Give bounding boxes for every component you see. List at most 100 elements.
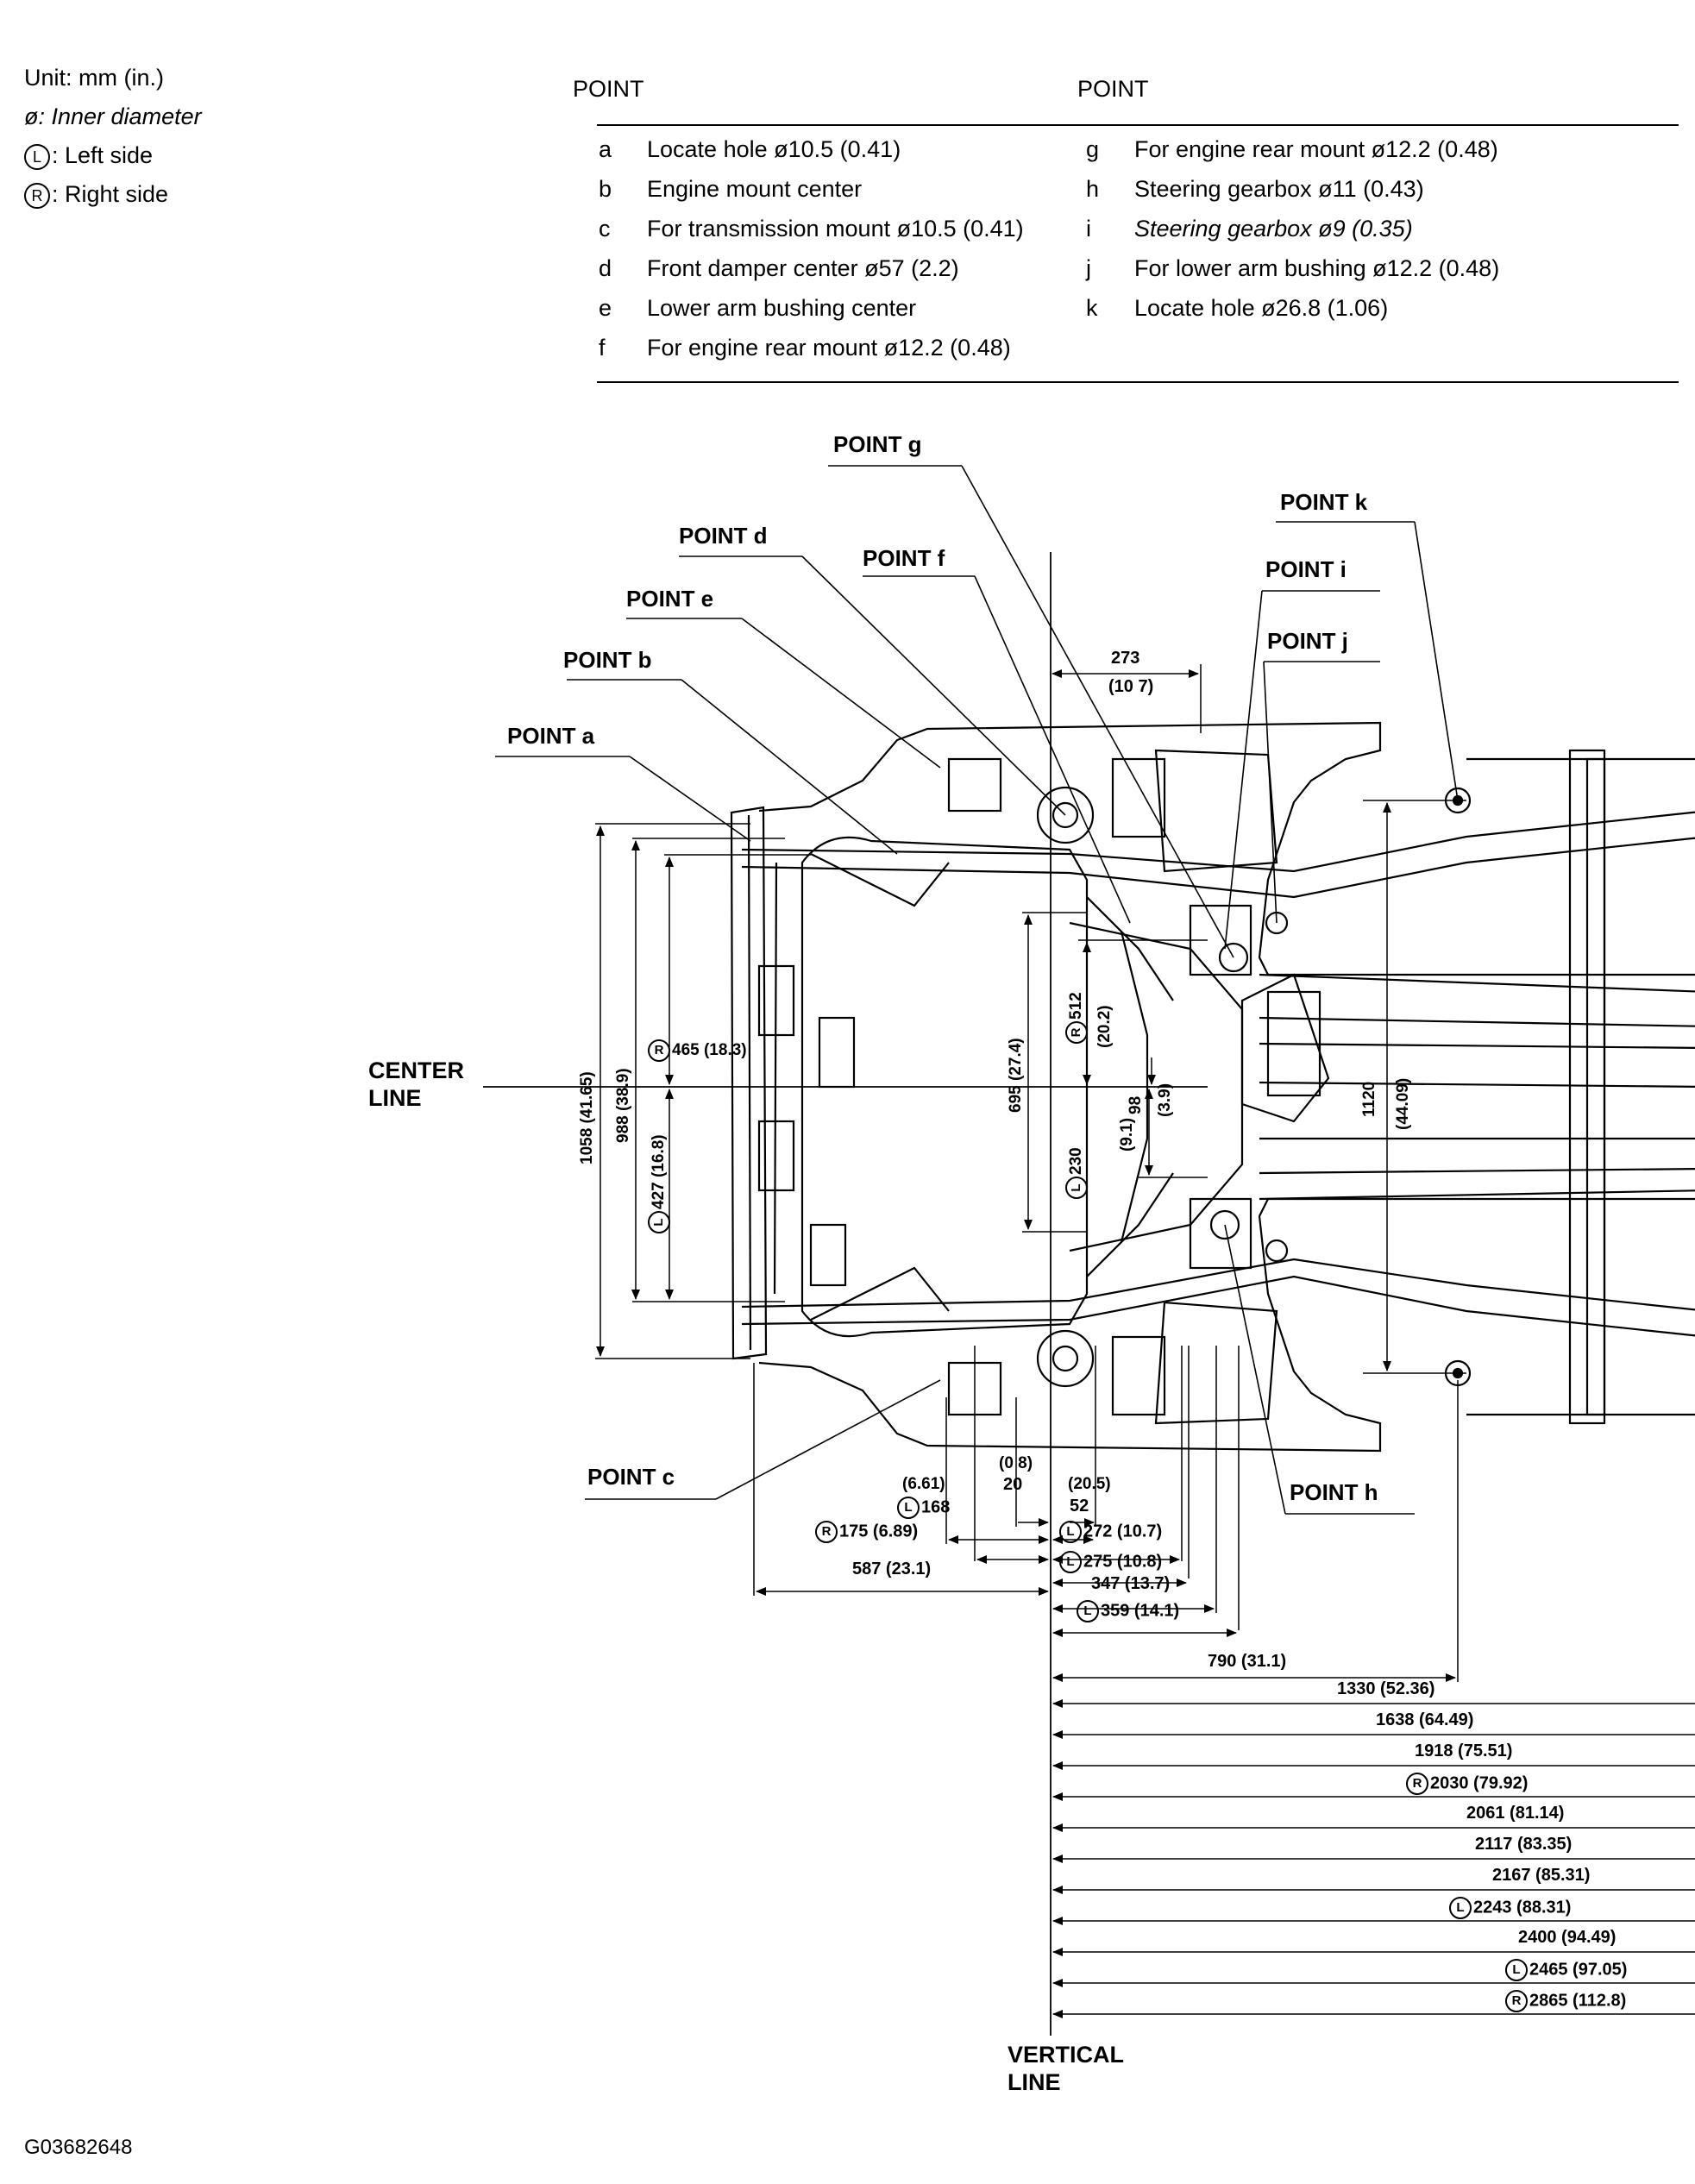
dim-230: L230: [1065, 1147, 1088, 1199]
leader-lines: [495, 465, 1459, 1515]
dim-988: 988 (38.9): [614, 1068, 632, 1143]
left-side-icon: L: [648, 1211, 670, 1233]
left-side-icon: L: [1059, 1551, 1082, 1573]
table-bottom-rule: [597, 381, 1679, 383]
point-key: d: [599, 255, 612, 281]
long-dim-label: 2167 (85.31): [1492, 1866, 1591, 1885]
left-side-icon: L: [1449, 1897, 1472, 1919]
long-dim-label: 1638 (64.49): [1376, 1710, 1474, 1729]
dim-98-in: (3.9): [1156, 1083, 1174, 1117]
point-key: i: [1086, 216, 1091, 242]
point-description: Locate hole ø26.8 (1.06): [1134, 295, 1389, 321]
left-side-icon: L: [1065, 1177, 1088, 1199]
point-description: Engine mount center: [647, 176, 863, 202]
dim-512-in: (20.2): [1095, 1005, 1114, 1048]
legend-right-side: R: Right side: [24, 175, 202, 214]
long-dim-label: 1330 (52.36): [1337, 1679, 1435, 1698]
right-side-icon: R: [1505, 1990, 1528, 2012]
point-key: a: [599, 136, 612, 162]
dim-512: R512: [1065, 992, 1088, 1044]
point-f-label: POINT f: [863, 545, 945, 571]
right-side-icon: R: [1065, 1021, 1088, 1044]
point-d-label: POINT d: [679, 523, 768, 549]
dim-790: 790 (31.1): [1208, 1652, 1287, 1671]
table-row: d Front damper center ø57 (2.2): [599, 255, 959, 282]
point-h-label: POINT h: [1290, 1479, 1378, 1505]
right-side-icon: R: [648, 1039, 670, 1062]
point-b-label: POINT b: [563, 647, 652, 673]
dim-1120: 1120: [1360, 1081, 1378, 1117]
point-key: e: [599, 295, 612, 321]
right-side-icon: R: [815, 1521, 838, 1543]
diameter-symbol: ø: [24, 104, 39, 129]
point-key: k: [1086, 295, 1098, 321]
dim-587: 587 (23.1): [852, 1560, 932, 1578]
dim-20: 20: [1003, 1475, 1023, 1494]
point-description: For transmission mount ø10.5 (0.41): [647, 216, 1024, 242]
right-side-icon: R: [1406, 1773, 1428, 1795]
point-description: For lower arm bushing ø12.2 (0.48): [1134, 255, 1500, 281]
dim-1120-in: (44.09): [1394, 1077, 1412, 1130]
center-line-label: CENTER LINE: [368, 1057, 465, 1111]
point-g-label: POINT g: [833, 431, 922, 457]
point-a-label: POINT a: [507, 723, 595, 749]
point-e-label: POINT e: [626, 586, 714, 612]
left-side-icon: L: [1505, 1959, 1528, 1981]
reference-lines: [483, 552, 1208, 2036]
dim-1058: 1058 (41.65): [578, 1071, 596, 1164]
frame-outline: [730, 721, 1695, 1453]
dim-52: 52: [1070, 1497, 1089, 1516]
long-dim-label: 2400 (94.49): [1518, 1928, 1617, 1947]
legend: Unit: mm (in.) ø: Inner diameter L: Left…: [24, 59, 202, 214]
point-key: b: [599, 176, 612, 202]
point-description: Steering gearbox ø11 (0.43): [1134, 176, 1424, 202]
left-side-icon: L: [24, 143, 50, 170]
point-key: h: [1086, 176, 1100, 202]
dim-347: 347 (13.7): [1091, 1574, 1171, 1593]
figure-code: G03682648: [24, 2136, 133, 2159]
dim-20-in: (0 8): [999, 1454, 1033, 1472]
dim-273-in: (10 7): [1108, 677, 1154, 696]
table-row: e Lower arm bushing center: [599, 295, 916, 322]
dim-230-in: (9.1): [1118, 1117, 1136, 1152]
right-side-icon: R: [24, 182, 50, 209]
dim-52-in: (20.5): [1068, 1475, 1111, 1493]
long-dim-label: 1918 (75.51): [1415, 1742, 1513, 1760]
long-dimension-lines: [1052, 1699, 1695, 2018]
point-key: j: [1086, 255, 1091, 281]
table-row: b Engine mount center: [599, 176, 862, 203]
left-side-icon: L: [1077, 1600, 1099, 1622]
table-row: h Steering gearbox ø11 (0.43): [1086, 176, 1424, 203]
table-top-rule: [597, 124, 1679, 126]
point-description: Lower arm bushing center: [647, 295, 917, 321]
dim-427: L427 (16.8): [648, 1134, 670, 1233]
vertical-line-label: VERTICAL LINE: [1008, 2042, 1124, 2095]
point-description: Front damper center ø57 (2.2): [647, 255, 959, 281]
dimension-lines: [595, 664, 1466, 1682]
left-side-icon: L: [897, 1497, 920, 1519]
point-description: For engine rear mount ø12.2 (0.48): [647, 335, 1011, 361]
table-header-right: POINT: [1077, 76, 1149, 102]
dim-273: 273: [1111, 649, 1140, 668]
point-j-label: POINT j: [1267, 628, 1348, 654]
point-description: Locate hole ø10.5 (0.41): [647, 136, 901, 162]
point-description: For engine rear mount ø12.2 (0.48): [1134, 136, 1498, 162]
table-row: k Locate hole ø26.8 (1.06): [1086, 295, 1388, 322]
legend-inner-diameter: ø: Inner diameter: [24, 104, 202, 129]
table-row: a Locate hole ø10.5 (0.41): [599, 136, 901, 163]
table-header-left: POINT: [573, 76, 644, 102]
point-k-label: POINT k: [1280, 489, 1368, 515]
